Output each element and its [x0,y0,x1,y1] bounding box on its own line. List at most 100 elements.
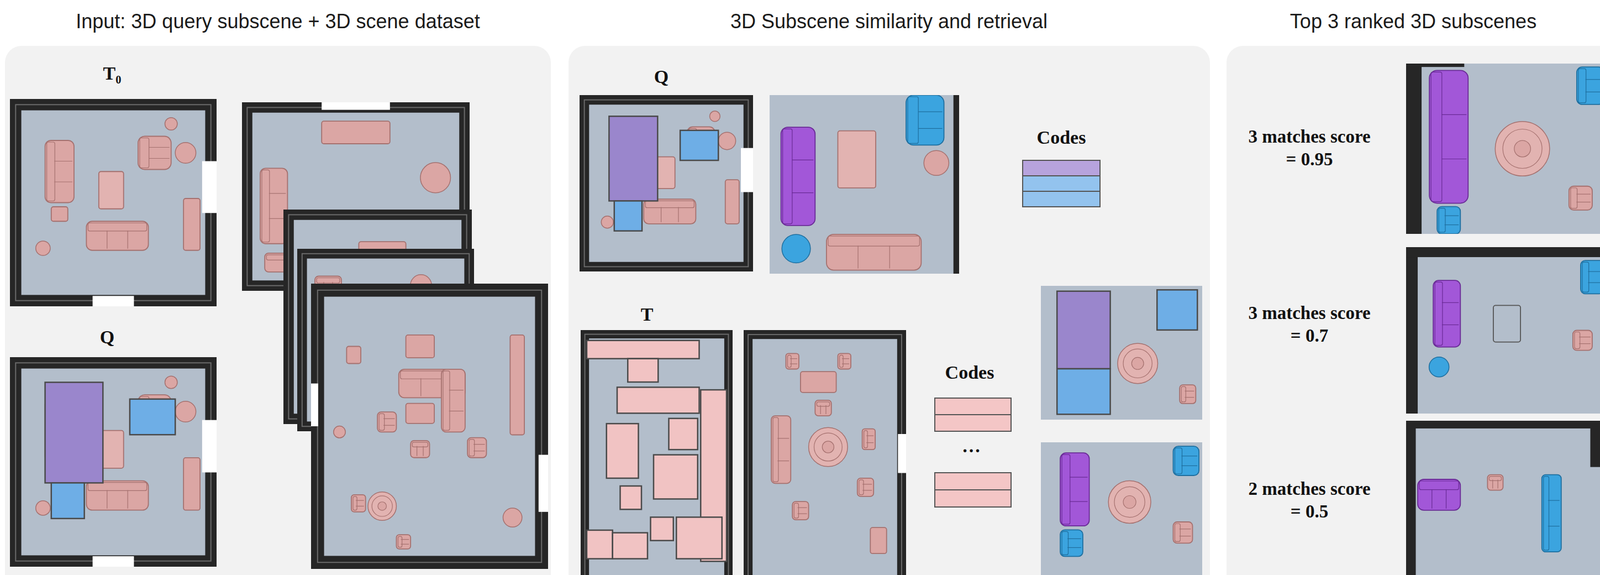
sofa-seam [449,389,464,391]
room-floor [588,104,744,262]
sofa-seam [1579,343,1591,344]
sofa [1429,70,1468,203]
sofa-seam [1441,302,1459,303]
panel-heading: 3D Subscene similarity and retrieval [730,9,1048,34]
sofa-seam [797,507,808,508]
room-wall [1406,420,1600,429]
sofa-back [793,502,799,518]
plant-pot [175,401,196,422]
sofa-back [1430,71,1442,202]
sofa-seam [449,410,464,412]
wall-trim [15,104,211,300]
sofa-seam [1184,396,1194,398]
scene-crop [1040,285,1203,420]
room-floor [1406,246,1600,414]
sofa [396,534,411,549]
furniture [98,171,124,209]
sofa-back [782,128,793,224]
panel-heading: Top 3 ranked 3D subscenes [1290,9,1537,34]
sofa-back [787,354,792,367]
scene-crop [1406,63,1600,234]
room-wall [1406,63,1422,234]
sofa-seam [1431,488,1433,509]
furniture [406,403,435,424]
sofa [1060,529,1083,556]
room-wall [1406,246,1418,414]
room-wall [1406,420,1417,575]
room-floor [21,110,206,296]
sofa-seam [106,230,108,249]
sofa [86,220,149,251]
query-box [614,200,642,231]
plant-pot [165,117,178,130]
sofa [86,480,149,510]
furniture [51,206,68,221]
sofa [410,440,430,458]
sofa-back [1174,447,1182,474]
sofa-back [828,235,920,246]
object-box [586,529,613,559]
scene-crop [769,95,960,274]
sofa-seam [401,543,410,545]
sofa-back [1061,530,1068,555]
sofa [826,234,922,271]
sofa-seam [1067,538,1082,539]
sofa [260,167,288,244]
sofa [1179,384,1196,404]
sofa-seam [820,404,821,414]
sofa [643,198,696,224]
sofa-back [87,222,147,231]
sofa-back [469,439,475,456]
figure-label: T₀ [103,61,122,86]
plant-pot [175,142,196,163]
sofa-seam [1441,324,1459,325]
sofa-seam [1497,479,1499,489]
sofa-seam [677,207,679,223]
scene-crop [1040,441,1203,575]
sofa [1569,186,1593,210]
sofa-back [1434,281,1443,345]
sofa-seam [1576,193,1591,195]
sofa-seam [54,181,73,182]
sofa-seam [1444,224,1460,225]
object-box [650,516,674,540]
sofa [351,494,366,512]
object-box [586,340,700,359]
sofa-back [379,413,385,430]
sofa-back [907,96,919,144]
room-floor [769,95,960,274]
sofa-back [1181,386,1186,402]
rug-pattern [371,495,393,517]
sofa-back [316,277,340,283]
room-wall [311,283,549,569]
sofa [906,95,945,145]
room-wall [743,329,907,575]
object-box [620,485,642,509]
sofa-seam [1179,528,1192,529]
sofa-seam [473,443,485,445]
sofa-seam [420,377,421,396]
plant-pot [718,132,736,150]
sofa-seam [790,362,798,364]
sofa [377,411,397,432]
room-wall [953,95,960,274]
scene-crop [1406,246,1600,414]
sofa-back [1174,523,1181,541]
room-wall [1406,246,1600,257]
rug-pattern [1123,348,1152,378]
wall-trim [584,100,749,267]
sofa-seam [416,445,418,456]
sofa-back [1582,261,1589,292]
sofa-seam [777,437,789,439]
room-floor [1406,63,1600,234]
wall-opening [92,295,135,307]
wall-trim [15,362,211,561]
sofa-seam [1069,476,1088,478]
sofa-seam [127,490,129,509]
object-box [617,386,700,413]
sofa [1580,260,1600,294]
rug [808,427,849,467]
panel-heading: Input: 3D query subscene + 3D scene data… [75,9,480,34]
room-wall [9,98,217,307]
sofa-back [1419,480,1459,490]
